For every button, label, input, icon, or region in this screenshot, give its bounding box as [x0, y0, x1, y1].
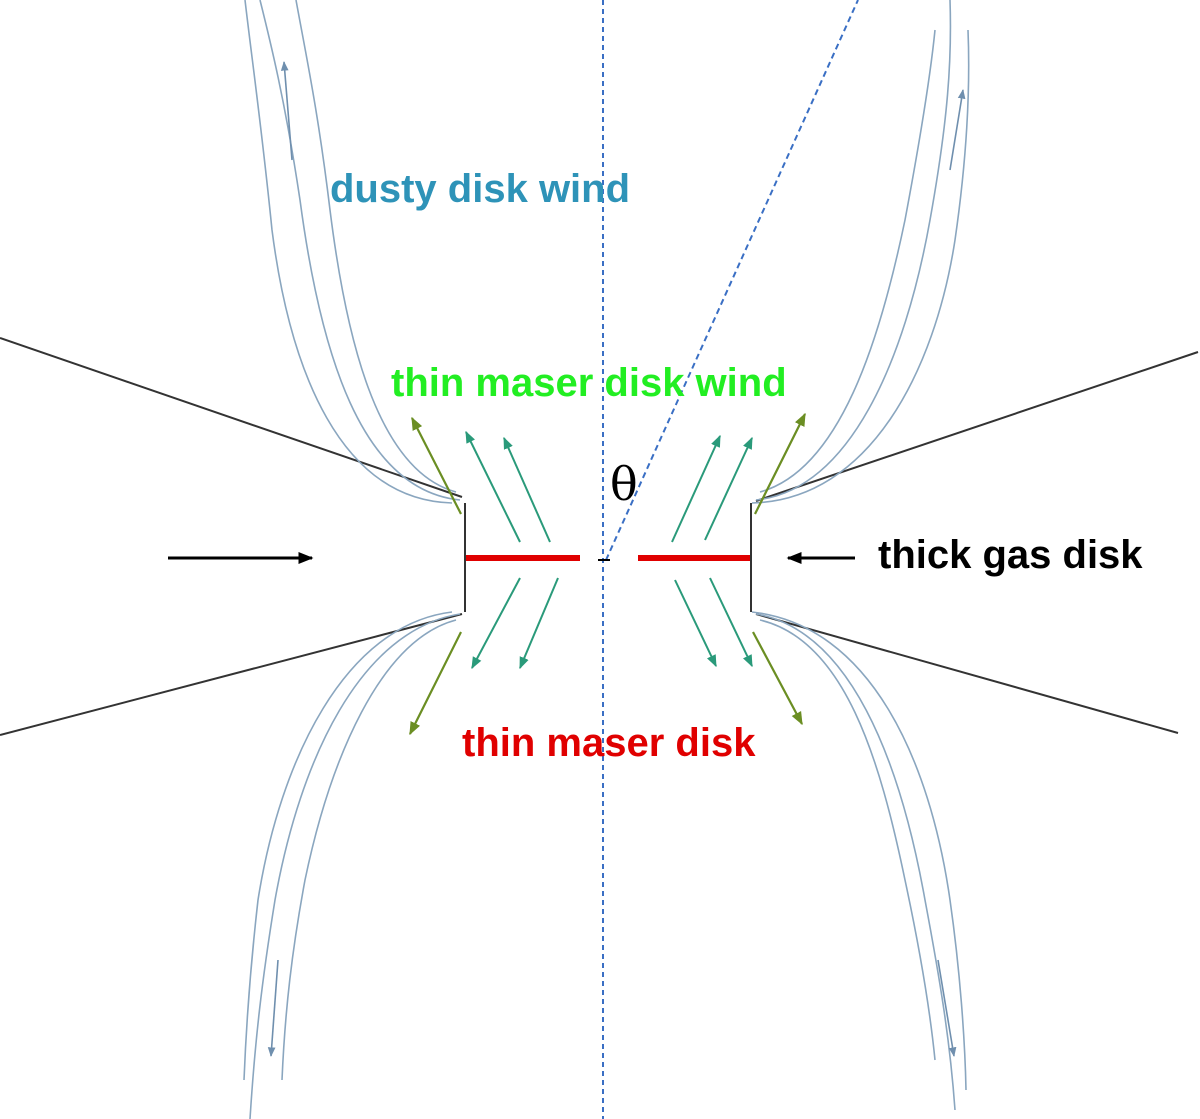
- label-thick-gas-disk: thick gas disk: [878, 533, 1143, 577]
- flow-arrow-lower-right: [937, 959, 957, 1057]
- dusty-wind-arrows: [267, 61, 966, 1057]
- label-thin-maser-disk-wind: thin maser disk wind: [391, 361, 787, 405]
- inclination-line: [605, 0, 859, 561]
- flow-arrow-upper-right: [949, 89, 966, 171]
- maser-wind-outer-arrows: [409, 412, 806, 736]
- thick-gas-disk-left: [0, 337, 466, 736]
- label-thin-maser-disk: thin maser disk: [462, 721, 756, 765]
- label-theta: θ: [610, 457, 638, 511]
- maser-wind-inner-arrows: [465, 430, 753, 670]
- flow-arrow-lower-left: [267, 959, 279, 1057]
- thick-gas-disk-right: [750, 351, 1199, 734]
- label-dusty-disk-wind: dusty disk wind: [330, 167, 630, 211]
- dusty-wind-streamlines: [243, 0, 970, 1119]
- thin-maser-disk: [466, 555, 750, 561]
- flow-arrow-upper-left: [280, 61, 293, 161]
